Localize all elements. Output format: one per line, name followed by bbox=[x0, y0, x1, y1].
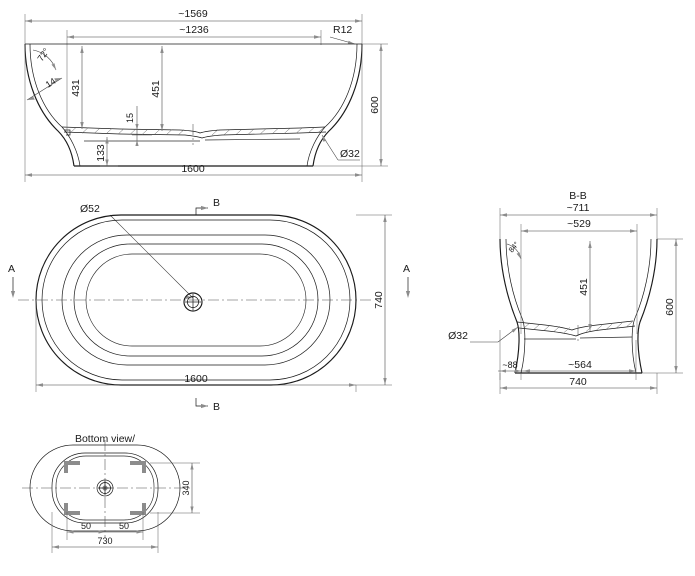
dim-drain-diameter-elevation: Ø32 bbox=[321, 134, 360, 161]
dim-overall-height: 600 bbox=[313, 43, 388, 167]
section-mark-b-top[interactable]: B bbox=[195, 197, 220, 215]
dim-label-wall-thickness: 14 bbox=[44, 76, 58, 90]
bottom-foot-pad-top-right bbox=[130, 461, 146, 473]
dim-bb-foot-offset: ~88 bbox=[498, 330, 523, 380]
dim-label-bottom-pad-span: 730 bbox=[97, 536, 112, 546]
dim-label-plan-length: 1600 bbox=[184, 373, 208, 385]
bb-floor-section-hatching bbox=[523, 321, 633, 333]
dim-label-plan-width: 740 bbox=[373, 291, 385, 309]
bb-floor-bottom-surface bbox=[518, 325, 636, 337]
dim-label-bb-overall-height: 600 bbox=[664, 298, 676, 316]
bottom-view-title: Bottom view/ bbox=[75, 433, 135, 445]
dim-bottom-pad-depth: 340 bbox=[150, 462, 200, 514]
dim-label-bottom-pad-depth: 340 bbox=[181, 480, 191, 495]
tub-inner-ledge-right bbox=[204, 138, 301, 141]
dim-label-bottom-pad-offset-left: 50 bbox=[81, 521, 91, 531]
dim-plan-length: 1600 bbox=[35, 300, 357, 392]
dim-label-bb-inner-top: ~529 bbox=[567, 218, 591, 230]
dim-label-overall-height: 600 bbox=[369, 96, 381, 114]
section-mark-a-right-label: A bbox=[403, 263, 410, 275]
bottom-foot-pad-bottom-left bbox=[64, 503, 80, 515]
dim-label-inner-depth-left: 431 bbox=[70, 79, 82, 97]
dim-label-overall-top-rim: ~1569 bbox=[178, 8, 208, 20]
dim-label-overall-length-elevation: 1600 bbox=[181, 163, 205, 175]
dim-label-bb-drain-diameter: Ø32 bbox=[448, 330, 468, 342]
bottom-foot-pad-top-left bbox=[64, 461, 80, 473]
tub-left-inner-wall bbox=[29, 43, 81, 167]
dim-wall-thickness: 14 bbox=[26, 76, 63, 101]
bb-right-inner-wall bbox=[631, 238, 652, 374]
dim-label-corner-radius: R12 bbox=[333, 24, 352, 36]
view-front-elevation: ~1569 ~1236 R12 bbox=[24, 8, 388, 182]
dim-label-inner-depth-center: 451 bbox=[150, 80, 162, 98]
dim-bottom-pad-offset-right: 50 bbox=[105, 512, 144, 540]
section-mark-a-left[interactable]: A bbox=[8, 263, 16, 298]
section-mark-a-left-label: A bbox=[8, 263, 15, 275]
section-mark-a-right[interactable]: A bbox=[403, 263, 411, 298]
bb-left-inner-wall bbox=[505, 238, 526, 374]
dim-overall-top-rim: ~1569 bbox=[24, 8, 363, 44]
dim-wall-angle: 72° bbox=[32, 46, 57, 71]
tub-left-outer-wall bbox=[24, 43, 75, 167]
dim-bb-overall-width: 740 bbox=[499, 373, 658, 394]
dim-label-bb-foot-offset: ~88 bbox=[502, 360, 517, 370]
dim-bb-wall-angle: 84° bbox=[507, 240, 522, 260]
floor-section-hatching bbox=[69, 127, 325, 136]
view-top-plan: B Ø52 bbox=[8, 197, 411, 413]
dim-inner-depth-center: 451 bbox=[150, 46, 164, 131]
dim-overall-length-elevation: 1600 bbox=[24, 44, 363, 182]
dim-label-base-height: 133 bbox=[95, 144, 107, 162]
dim-label-floor-thickness: 15 bbox=[125, 113, 135, 123]
tub-floor-top-surface bbox=[61, 126, 326, 134]
drain-outlet-plan bbox=[183, 292, 203, 312]
tub-right-outer-wall bbox=[312, 43, 363, 167]
section-bb-title: B-B bbox=[569, 190, 587, 202]
dim-label-bottom-pad-offset-right: 50 bbox=[119, 521, 129, 531]
section-mark-b-bottom[interactable]: B bbox=[195, 398, 220, 413]
dim-label-bb-top-rim: ~711 bbox=[567, 202, 590, 214]
section-mark-b-top-label: B bbox=[213, 197, 220, 209]
dim-bottom-pad-span: 730 bbox=[51, 512, 159, 553]
bottom-foot-pad-bottom-right bbox=[130, 503, 146, 515]
dim-label-bb-base-width: ~564 bbox=[568, 359, 592, 371]
dim-bb-base-width: ~564 bbox=[523, 340, 637, 380]
dim-label-inner-top: ~1236 bbox=[179, 24, 209, 36]
dim-floor-thickness: 15 bbox=[125, 106, 152, 146]
dim-bb-drain-diameter: Ø32 bbox=[448, 326, 519, 343]
tub-floor-bottom-surface bbox=[63, 131, 327, 139]
dim-bb-top-rim: ~711 bbox=[499, 202, 658, 239]
view-section-bb: B-B ~711 ~529 bbox=[448, 190, 683, 394]
dim-drain-hole-plan: Ø52 bbox=[80, 203, 194, 299]
section-mark-b-bottom-label: B bbox=[213, 401, 220, 413]
dim-bottom-pad-offset-left: 50 bbox=[66, 512, 105, 540]
tub-right-inner-wall bbox=[306, 43, 358, 167]
dim-inner-depth-left: 431 bbox=[66, 45, 84, 132]
dim-label-drain-diameter-elevation: Ø32 bbox=[340, 148, 360, 160]
dim-label-bb-overall-width: 740 bbox=[569, 376, 587, 388]
dim-bb-inner-depth: 451 bbox=[520, 240, 638, 334]
dim-bb-overall-height: 600 bbox=[642, 238, 683, 374]
dim-base-height: 133 bbox=[95, 137, 118, 167]
view-bottom: Bottom view/ bbox=[22, 433, 200, 553]
bb-inner-ledge-right bbox=[579, 336, 633, 339]
bb-right-outer-wall bbox=[637, 238, 658, 374]
dim-label-bb-inner-depth: 451 bbox=[578, 278, 590, 296]
dim-label-drain-hole-plan: Ø52 bbox=[80, 203, 100, 215]
dim-plan-width: 740 bbox=[356, 214, 392, 386]
dim-bb-inner-top: ~529 bbox=[520, 218, 638, 240]
bottom-drain-outlet bbox=[96, 479, 114, 497]
dim-corner-radius: R12 bbox=[329, 24, 356, 45]
dim-label-bb-wall-angle: 84° bbox=[507, 240, 521, 254]
dim-label-wall-angle: 72° bbox=[35, 46, 51, 63]
bb-left-outer-wall bbox=[499, 238, 520, 374]
dim-inner-top: ~1236 bbox=[66, 24, 322, 45]
